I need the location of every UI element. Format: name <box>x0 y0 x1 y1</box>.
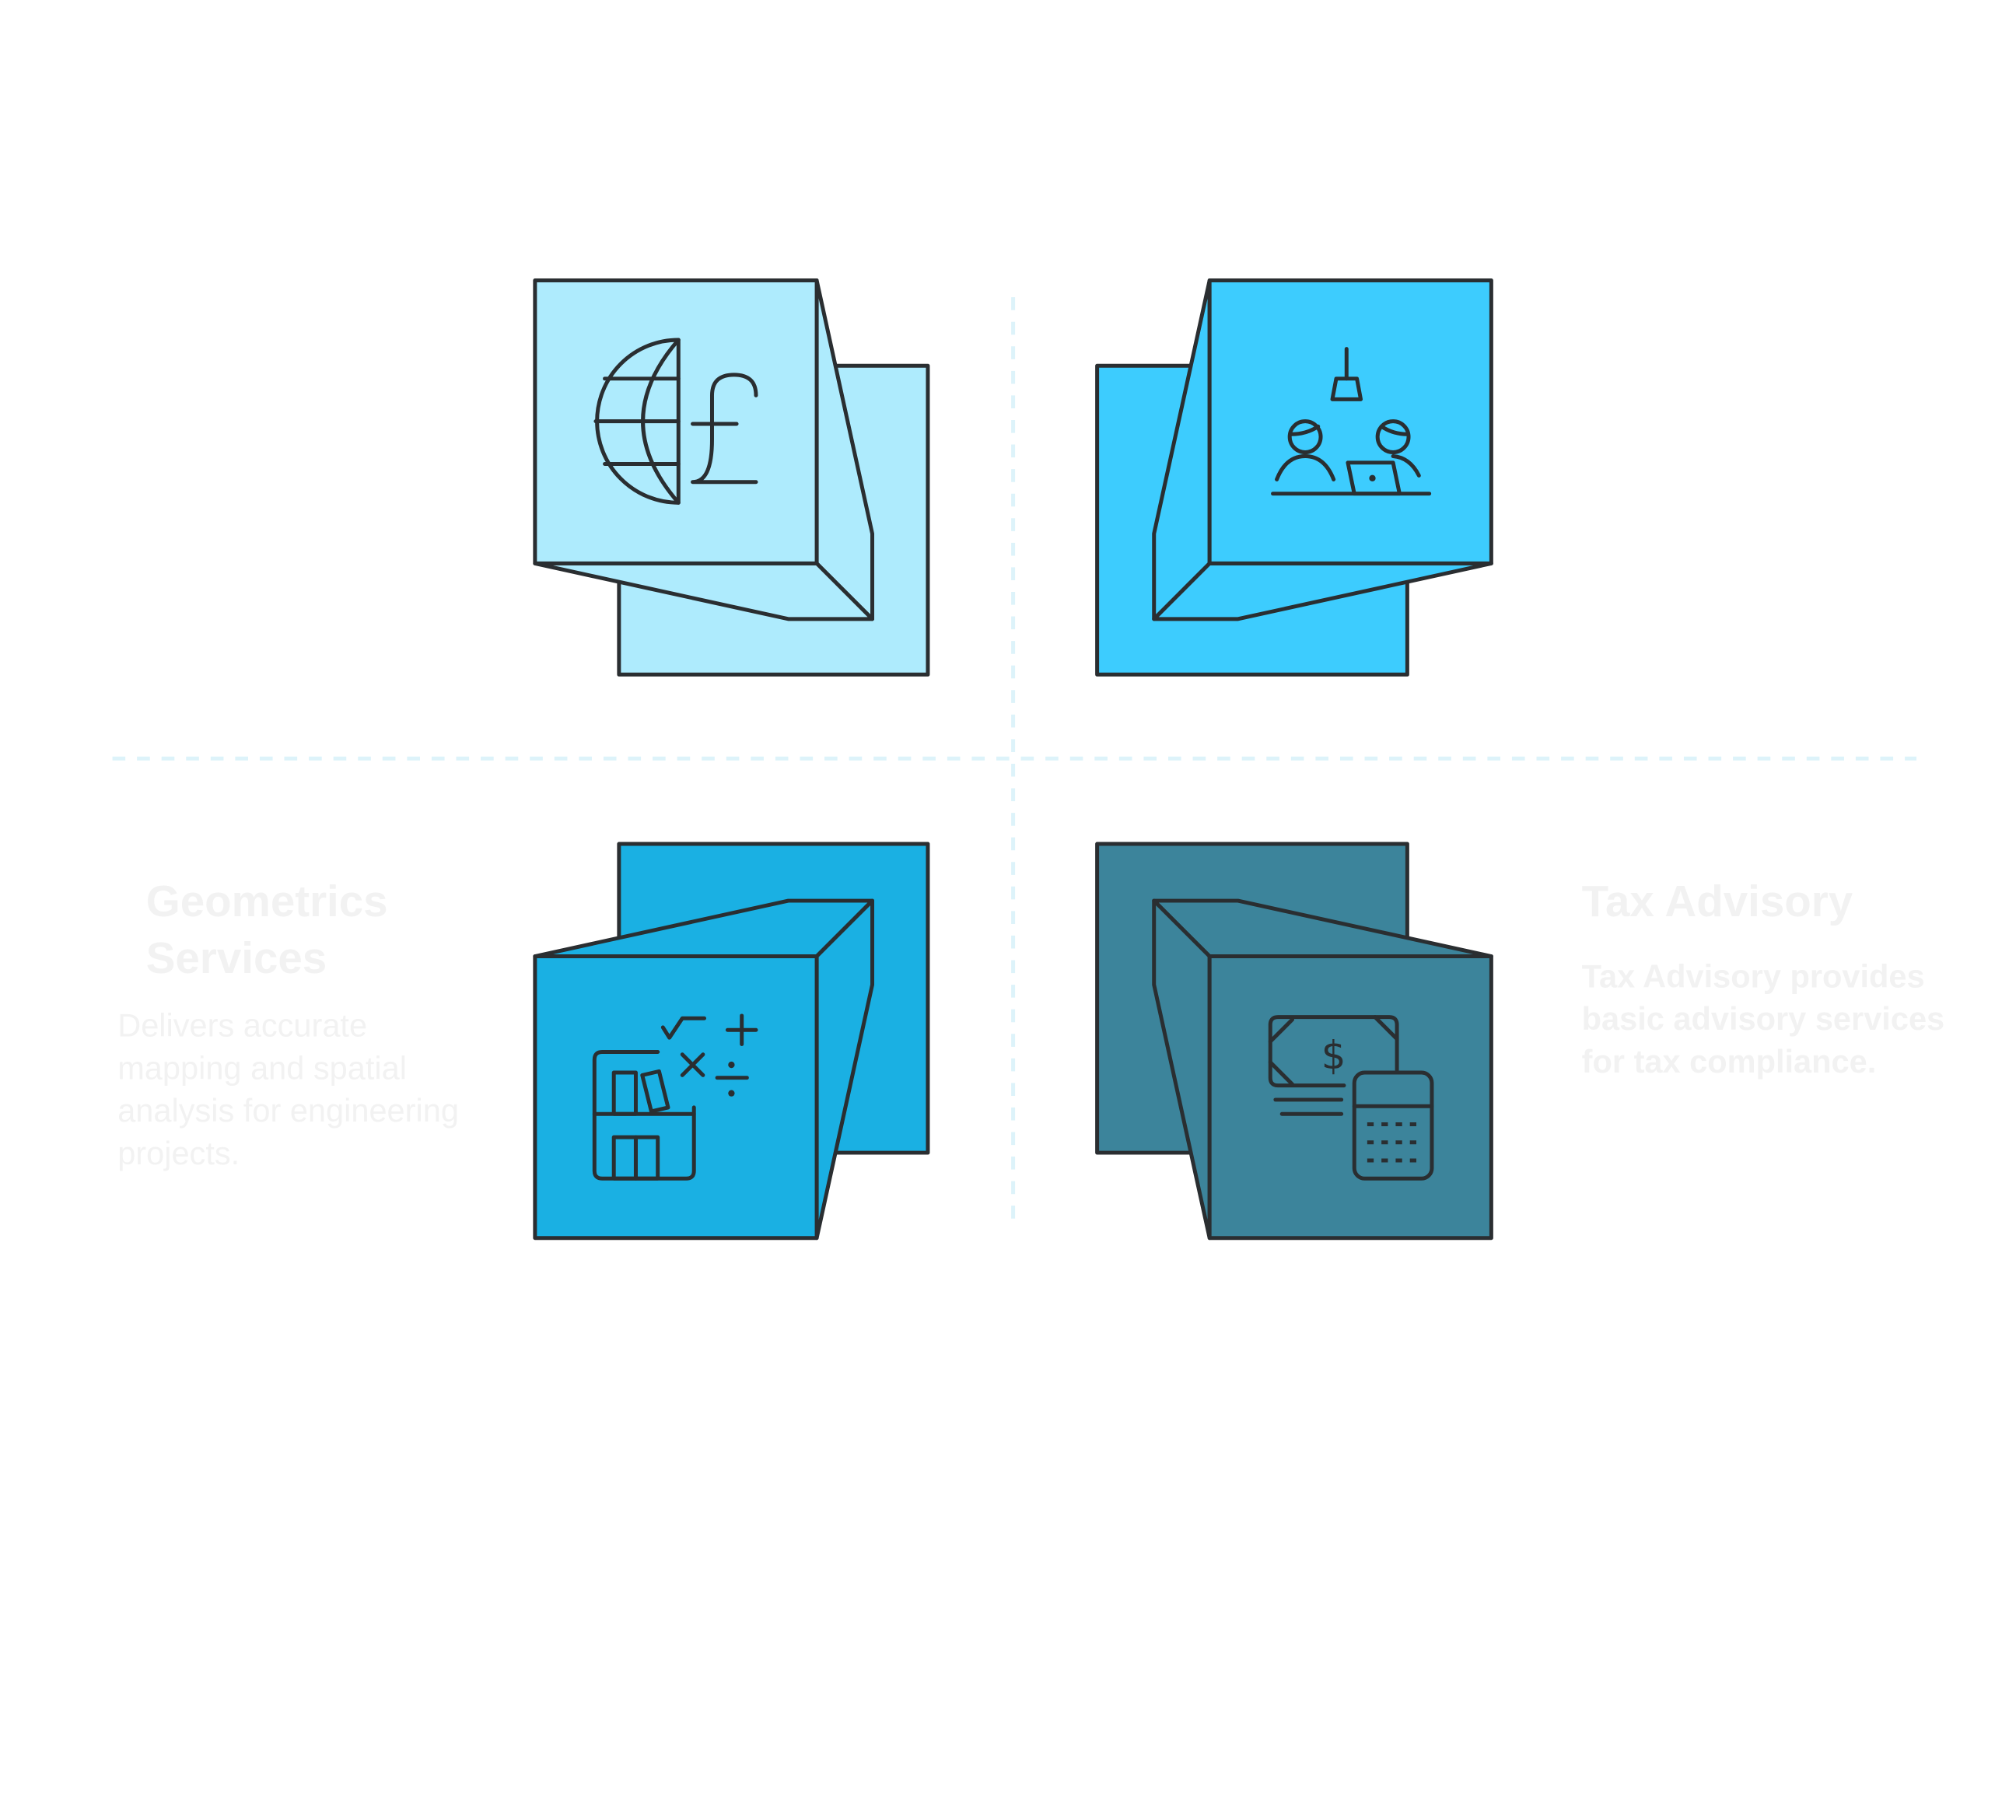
geometrics-services-title: Geometrics Services <box>145 877 388 984</box>
globe-pound-icon <box>593 338 758 505</box>
math-bookshelf-icon <box>592 1013 758 1181</box>
office-meeting-icon <box>1271 347 1432 496</box>
svg-text:$: $ <box>1321 1033 1346 1078</box>
tax-advisory-description: Tax Advisory provides basic advisory ser… <box>1581 958 1945 1081</box>
cube-bottom-right: $ <box>1095 842 1493 1241</box>
tax-advisory-title: Tax Advisory <box>1581 877 1853 927</box>
geometrics-services-description: Delivers accurate mapping and spatial an… <box>117 1007 459 1172</box>
cube-bottom-left <box>533 842 930 1241</box>
money-calculator-icon: $ <box>1268 1015 1434 1181</box>
cube-top-left <box>533 278 930 677</box>
cube-top-right <box>1095 278 1493 677</box>
